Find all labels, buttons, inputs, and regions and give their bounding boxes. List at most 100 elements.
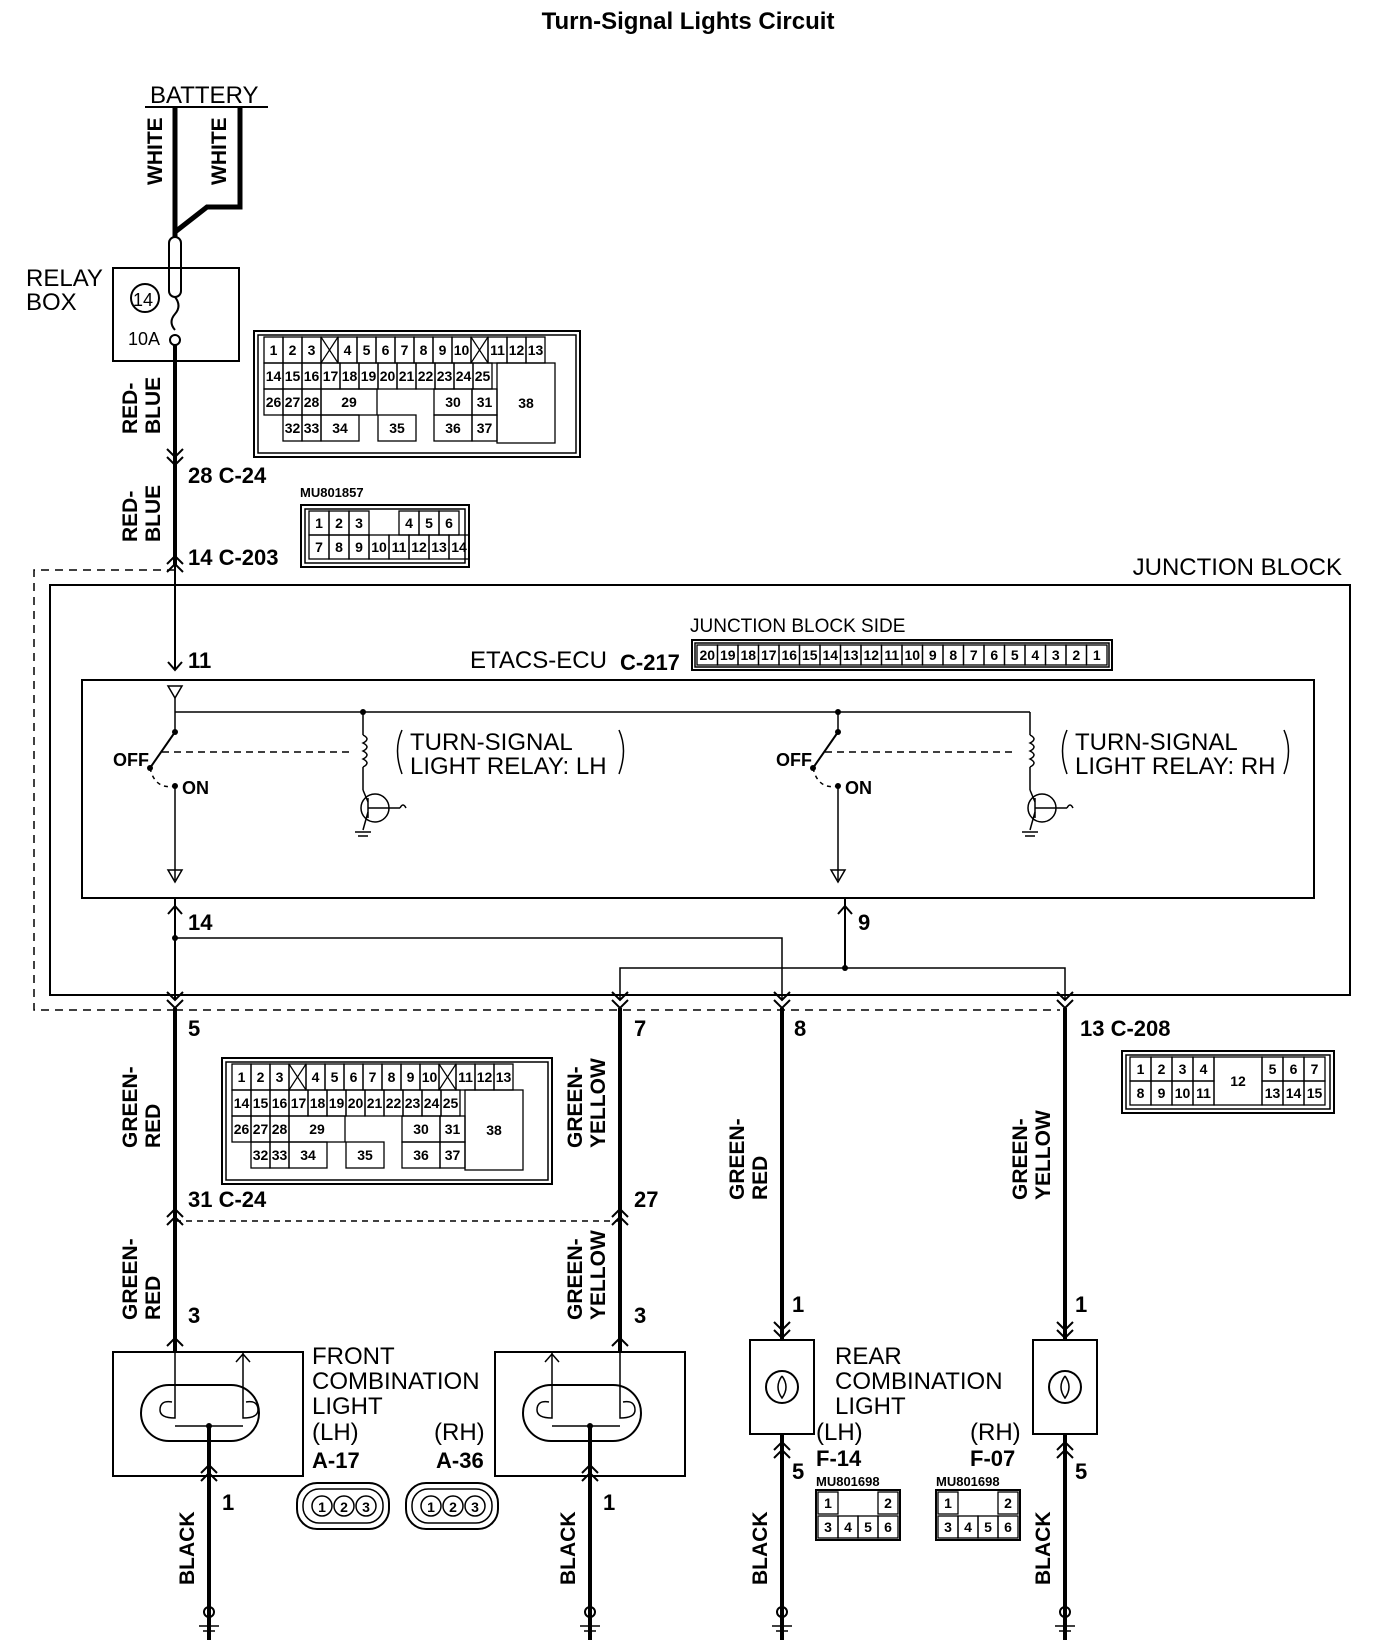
- connector-pin-number: 22: [386, 1095, 402, 1111]
- connector-pin-number: 11: [490, 342, 505, 358]
- wire-black-c: BLACK: [749, 1512, 772, 1586]
- connector-pin-number: 28: [272, 1121, 288, 1137]
- connector-pin-number: 2: [1072, 647, 1080, 663]
- connector-pin-number: 13: [496, 1069, 512, 1085]
- wire-red-e: RED: [142, 1276, 165, 1320]
- connector-pin-number: 8: [420, 342, 428, 358]
- relay-rh-label-1: TURN-SIGNAL: [1075, 729, 1238, 756]
- connector-pin-number: 33: [272, 1147, 288, 1163]
- connector-pin-number: 18: [740, 647, 756, 663]
- connector-pin-number: 25: [475, 368, 491, 384]
- connector-pin-number: 8: [388, 1069, 396, 1085]
- connector-pin-number: 5: [363, 342, 371, 358]
- connector-pin-number: 6: [990, 647, 998, 663]
- junction-block-side-label: JUNCTION BLOCK SIDE: [690, 616, 905, 637]
- connector-pin-number: 6: [382, 342, 390, 358]
- connector-pin-number: 24: [424, 1095, 440, 1111]
- pin-3-lh: 3: [188, 1303, 200, 1328]
- connector-pin-number: 2: [289, 342, 297, 358]
- wire-black-a: BLACK: [176, 1512, 199, 1586]
- connector-pin-number: 6: [1004, 1519, 1012, 1535]
- connector-cell: [877, 1491, 899, 1515]
- connector-pin-number: 23: [405, 1095, 421, 1111]
- connector-pin-number: 14: [266, 368, 282, 384]
- connector-pin-number: 10: [371, 539, 387, 555]
- connector-pin-number: 26: [266, 394, 282, 410]
- switch-off-rh: OFF: [776, 750, 812, 770]
- connector-cell: [877, 1515, 899, 1539]
- front-lh-label: (LH): [312, 1419, 359, 1446]
- connector-pin-number: 16: [781, 647, 797, 663]
- pin-14-c203: 14 C-203: [188, 545, 279, 570]
- wire-yellow-d: YELLOW: [1032, 1110, 1055, 1200]
- wire-green-f: GREEN-: [564, 1238, 587, 1320]
- connector-pin-number: 15: [253, 1095, 269, 1111]
- pin-8: 8: [794, 1016, 806, 1041]
- pin-1-rear-rh: 1: [1075, 1292, 1087, 1317]
- connector-pin-number: 19: [720, 647, 736, 663]
- connector-pin-number: 2: [335, 515, 343, 531]
- connector-pin-number: 25: [443, 1095, 459, 1111]
- pin-14: 14: [188, 910, 213, 935]
- conn-f07-label: F-07: [970, 1446, 1015, 1471]
- pin-1-rear-lh: 1: [792, 1292, 804, 1317]
- connector-pin-number: 12: [477, 1069, 493, 1085]
- connector-pin-number: 10: [422, 1069, 438, 1085]
- wire-white-2: WHITE: [208, 117, 231, 185]
- fuse-number: 14: [133, 290, 153, 310]
- connector-pin-number: 7: [369, 1069, 377, 1085]
- pin-5-rear-lh: 5: [792, 1459, 804, 1484]
- connector-pin-number: 13: [843, 647, 859, 663]
- blank-cavity-mark: [470, 336, 489, 364]
- connector-pin-number: 35: [389, 420, 405, 436]
- connector-pin-number: 9: [439, 342, 447, 358]
- connector-pin-number: 3: [276, 1069, 284, 1085]
- connector-pin-number: 7: [401, 342, 409, 358]
- front-comb-label-1: FRONT: [312, 1343, 395, 1370]
- connector-pin-number: 14: [1286, 1085, 1302, 1101]
- wire-blue-2: BLUE: [142, 485, 165, 542]
- etacs-connector-label: C-217: [620, 650, 680, 675]
- pin-11: 11: [188, 648, 211, 673]
- connector-pin-number: 4: [844, 1519, 852, 1535]
- connector-pin-number: 13: [1265, 1085, 1281, 1101]
- connector-pin-number: 32: [285, 420, 301, 436]
- switch-on-rh: ON: [845, 778, 872, 798]
- front-rh-label: (RH): [434, 1419, 485, 1446]
- rear-comb-label-1: REAR: [835, 1343, 902, 1370]
- connector-pin-number: 27: [285, 394, 301, 410]
- wire-green-e: GREEN-: [119, 1238, 142, 1320]
- connector-pin-number: 11: [458, 1069, 473, 1085]
- connector-pin-number: 1: [944, 1495, 952, 1511]
- wire-green-b: GREEN-: [564, 1066, 587, 1148]
- connector-pin-number: 3: [362, 1499, 370, 1515]
- pin-27: 27: [634, 1187, 658, 1212]
- connector-cell: [1303, 1080, 1326, 1106]
- connector-pin-number: 3: [355, 515, 363, 531]
- blank-cavity-mark: [320, 336, 339, 364]
- connector-pin-number: 8: [949, 647, 957, 663]
- conn-a17-label: A-17: [312, 1448, 360, 1473]
- connector-cell: [1085, 644, 1108, 666]
- connector-pin-number: 17: [323, 368, 339, 384]
- connector-pin-number: 23: [437, 368, 453, 384]
- battery-label: BATTERY: [150, 82, 258, 109]
- connector-cell: [377, 414, 417, 442]
- pin-13-c208: 13 C-208: [1080, 1016, 1171, 1041]
- connector-pin-number: 38: [486, 1122, 502, 1138]
- connector-pin-number: 12: [509, 342, 525, 358]
- connector-pin-number: 8: [1137, 1085, 1145, 1101]
- conn-f14-label: F-14: [816, 1446, 862, 1471]
- fuse-rating: 10A: [128, 329, 160, 349]
- junction-block-label: JUNCTION BLOCK: [1133, 554, 1342, 581]
- switch-off-lh: OFF: [113, 750, 149, 770]
- connector-pin-number: 5: [864, 1519, 872, 1535]
- connector-pin-number: 3: [471, 1499, 479, 1515]
- connector-pin-number: 15: [802, 647, 818, 663]
- connector-pin-number: 10: [1175, 1085, 1191, 1101]
- connector-pin-number: 2: [449, 1499, 457, 1515]
